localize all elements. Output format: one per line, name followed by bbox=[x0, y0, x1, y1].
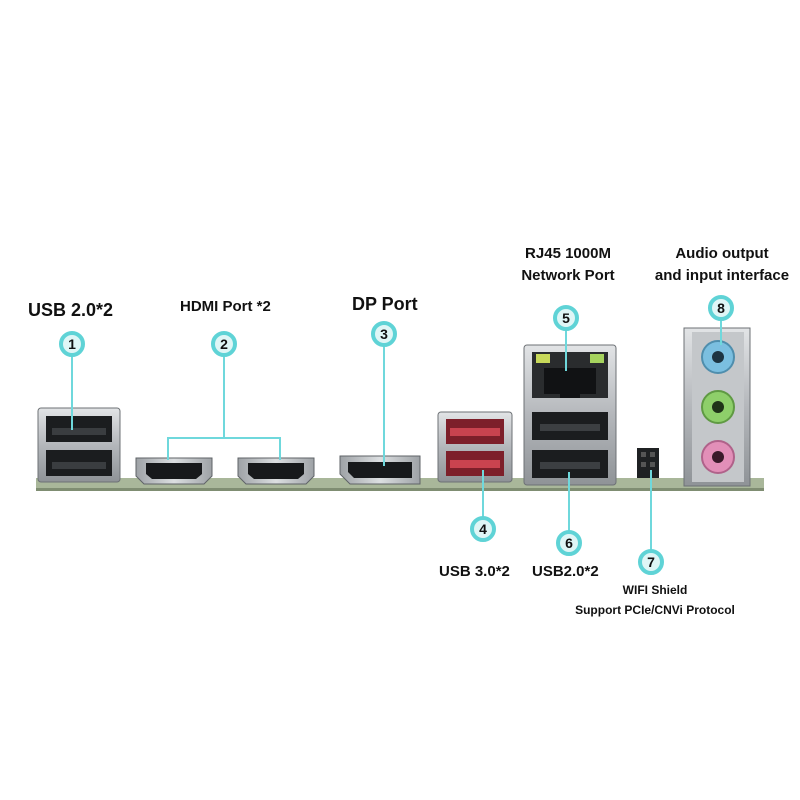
hdmi-port-b bbox=[237, 457, 315, 485]
label-audio-line2: and input interface bbox=[654, 267, 790, 284]
hdmi-port-a bbox=[135, 457, 213, 485]
marker-8: 8 bbox=[708, 295, 734, 321]
label-hdmi: HDMI Port *2 bbox=[180, 298, 271, 315]
svg-text:5: 5 bbox=[562, 310, 570, 326]
label-rj45-line1: RJ45 1000M bbox=[525, 245, 611, 262]
marker-4: 4 bbox=[470, 516, 496, 542]
label-dp: DP Port bbox=[352, 294, 418, 314]
svg-text:1: 1 bbox=[68, 336, 76, 352]
svg-text:4: 4 bbox=[479, 521, 487, 537]
usb30-stack bbox=[437, 411, 513, 483]
marker-7: 7 bbox=[638, 549, 664, 575]
label-wifi: WIFI Shield Support PCIe/CNVi Protocol bbox=[560, 584, 750, 616]
label-rj45: RJ45 1000M Network Port bbox=[506, 246, 630, 283]
marker-1: 1 bbox=[59, 331, 85, 357]
svg-text:3: 3 bbox=[380, 326, 388, 342]
marker-6: 6 bbox=[556, 530, 582, 556]
dp-port bbox=[339, 455, 421, 485]
svg-text:2: 2 bbox=[220, 336, 228, 352]
marker-5: 5 bbox=[553, 305, 579, 331]
label-usb20-right: USB2.0*2 bbox=[532, 563, 599, 580]
wifi-shield-connector bbox=[637, 448, 659, 478]
label-audio-line1: Audio output bbox=[675, 245, 769, 262]
rj45-usb-combo bbox=[523, 344, 617, 486]
svg-text:6: 6 bbox=[565, 535, 573, 551]
leader-lines bbox=[71, 320, 722, 550]
marker-2: 2 bbox=[211, 331, 237, 357]
label-usb30: USB 3.0*2 bbox=[439, 563, 510, 580]
label-audio: Audio output and input interface bbox=[634, 246, 800, 283]
label-wifi-line1: WIFI Shield bbox=[622, 583, 688, 597]
label-rj45-line2: Network Port bbox=[521, 267, 615, 284]
svg-text:7: 7 bbox=[647, 554, 655, 570]
svg-text:8: 8 bbox=[717, 300, 725, 316]
audio-jack-stack bbox=[683, 327, 751, 487]
marker-3: 3 bbox=[371, 321, 397, 347]
usb20-stack-left bbox=[37, 407, 121, 483]
label-wifi-line2: Support PCIe/CNVi Protocol bbox=[575, 603, 735, 617]
label-usb20-left: USB 2.0*2 bbox=[28, 300, 114, 320]
